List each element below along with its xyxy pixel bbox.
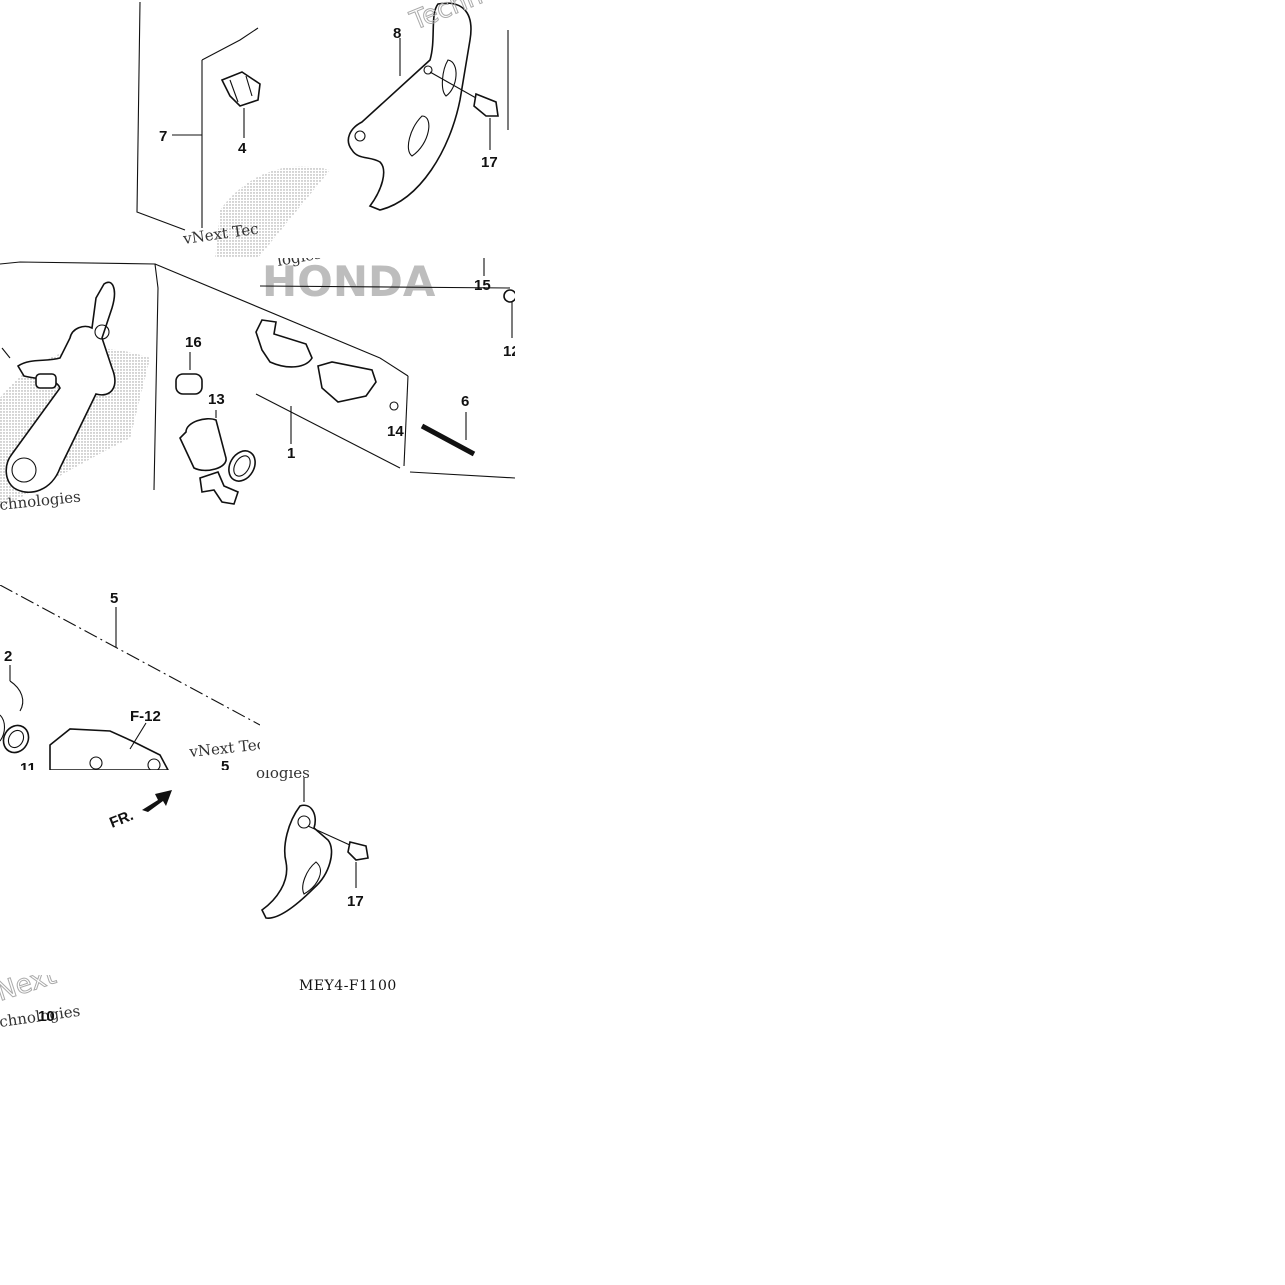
callout-9: 8 (393, 25, 401, 42)
callout-17: 17 (481, 154, 498, 171)
guard-hole (354, 130, 366, 142)
callout-8: 6 (461, 393, 469, 410)
callout-4: 4 (238, 140, 247, 157)
callout-7: 7 (159, 128, 167, 145)
callout-1: 1 (287, 445, 295, 462)
bracket-sleeve (35, 373, 57, 389)
pad-spring-clip (220, 71, 261, 107)
dashed-boundary (0, 585, 260, 726)
outline-upper-right (259, 285, 511, 289)
outline-left (136, 1, 186, 231)
caliper-bracket (5, 281, 116, 493)
watermark-corner: Next chnologies 10 (0, 975, 81, 1031)
bracket-eye (11, 457, 37, 483)
callout-6: 5 (110, 590, 118, 607)
partial-ring (0, 714, 6, 742)
outline-right-edge (403, 375, 409, 467)
leader-2-curve (9, 680, 24, 712)
guard-slot-upper (441, 59, 457, 97)
callout-15: 15 (474, 277, 491, 294)
outline-top-edge-2 (379, 357, 409, 377)
callout-11: 11 (20, 760, 36, 770)
diagram-code: MEY4-F1100 (299, 978, 397, 994)
bleeder-cap-12 (503, 289, 515, 303)
clip-details (229, 75, 253, 103)
lower-guard (260, 804, 333, 919)
outline-inner-top (201, 27, 259, 61)
watermark-next: Next (0, 975, 60, 1008)
callout-14: 14 (387, 423, 404, 440)
piston-seal-inner (233, 455, 251, 477)
guard-slot-lower (407, 115, 430, 157)
tile-lower-left-svg: 5 2 F-12 11 5 vNext Tec (0, 585, 260, 770)
guard-bolt-hole (423, 65, 433, 75)
bracket-boss (94, 324, 110, 340)
wing-watermark (215, 166, 330, 258)
guard-plate (347, 2, 472, 211)
pin-boot (175, 373, 203, 395)
bolt-17-lower-head (347, 841, 369, 861)
tile-top-center: 8 7 4 17 vNext Tec Techn (130, 0, 515, 258)
callout-16: 16 (185, 334, 202, 351)
pin-clip-14 (389, 401, 399, 411)
tile-lower-middle: ologies 17 (256, 770, 396, 925)
outline-bottom-right (409, 471, 515, 479)
brake-pad-inner (255, 319, 313, 368)
watermark-vnext-tec-lower: vNext Tec (188, 735, 260, 761)
callout-12: 12 (503, 343, 515, 360)
tile-middle-svg: HONDA logies (0, 258, 515, 513)
piston-seal (228, 450, 256, 482)
lower-guard-slot (302, 861, 321, 895)
tile-middle: HONDA logies (0, 258, 515, 513)
bolt-centerline (429, 71, 477, 99)
watermark-logies: logies (276, 258, 323, 270)
callout-17-lower: 17 (347, 893, 364, 910)
bolt-centerline-lower (307, 825, 353, 847)
caliper-bore (89, 756, 103, 770)
outline-bottom-edge (255, 393, 401, 469)
caliper-port (147, 758, 161, 770)
front-direction-arrow: FR. (108, 790, 172, 832)
fr-arrow-icon (142, 790, 172, 812)
callout-2: 2 (4, 648, 12, 665)
tile-lower-left: 5 2 F-12 11 5 vNext Tec (0, 585, 260, 770)
brake-pad-outer (317, 361, 377, 403)
fr-label: FR. (108, 807, 136, 832)
brand-watermark: HONDA (262, 258, 436, 306)
tile-lower-middle-svg: ologies 17 (256, 770, 369, 919)
tile-top-center-svg: 8 7 4 17 vNext Tec Techn (136, 0, 509, 258)
callout-5: 5 (221, 758, 229, 770)
callout-10: 10 (38, 1008, 55, 1025)
outline-top-edge (154, 263, 381, 359)
caliper-body (49, 728, 169, 770)
seal-2-inner (7, 729, 25, 749)
pad-pin (420, 423, 476, 457)
watermark-ologies: ologies (256, 770, 310, 782)
caliper-pin-bolt (199, 471, 239, 505)
reference-f12: F-12 (130, 708, 161, 725)
callout-13: 13 (208, 391, 225, 408)
bolt-17-head (473, 92, 499, 117)
leader-f12 (129, 722, 147, 750)
lower-guard-hole (297, 815, 311, 829)
bracket-edge (1, 347, 11, 359)
piston (179, 417, 227, 472)
